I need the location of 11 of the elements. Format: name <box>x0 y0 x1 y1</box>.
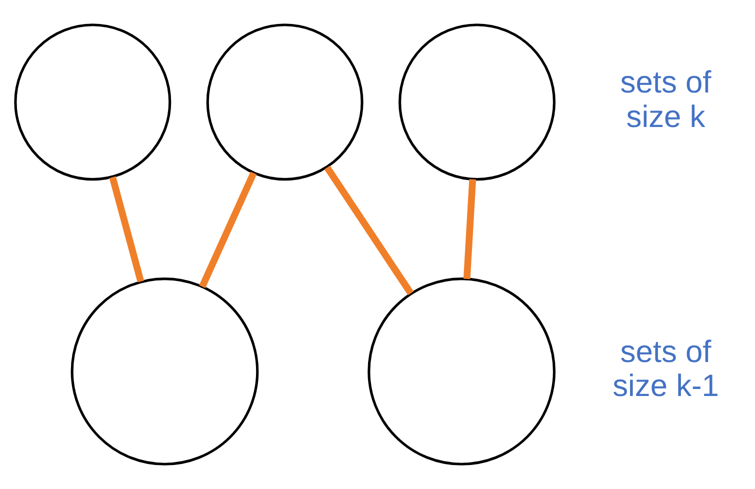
connector <box>109 176 144 282</box>
node-circle <box>14 24 172 181</box>
label: sets of size k <box>620 64 712 134</box>
connector <box>199 172 257 288</box>
label: sets of size k-1 <box>612 334 719 404</box>
node-circle <box>70 278 259 466</box>
node-circle <box>398 24 556 181</box>
connector <box>324 166 414 296</box>
node-circle <box>206 24 364 181</box>
connector <box>463 179 476 280</box>
node-circle <box>368 278 556 466</box>
